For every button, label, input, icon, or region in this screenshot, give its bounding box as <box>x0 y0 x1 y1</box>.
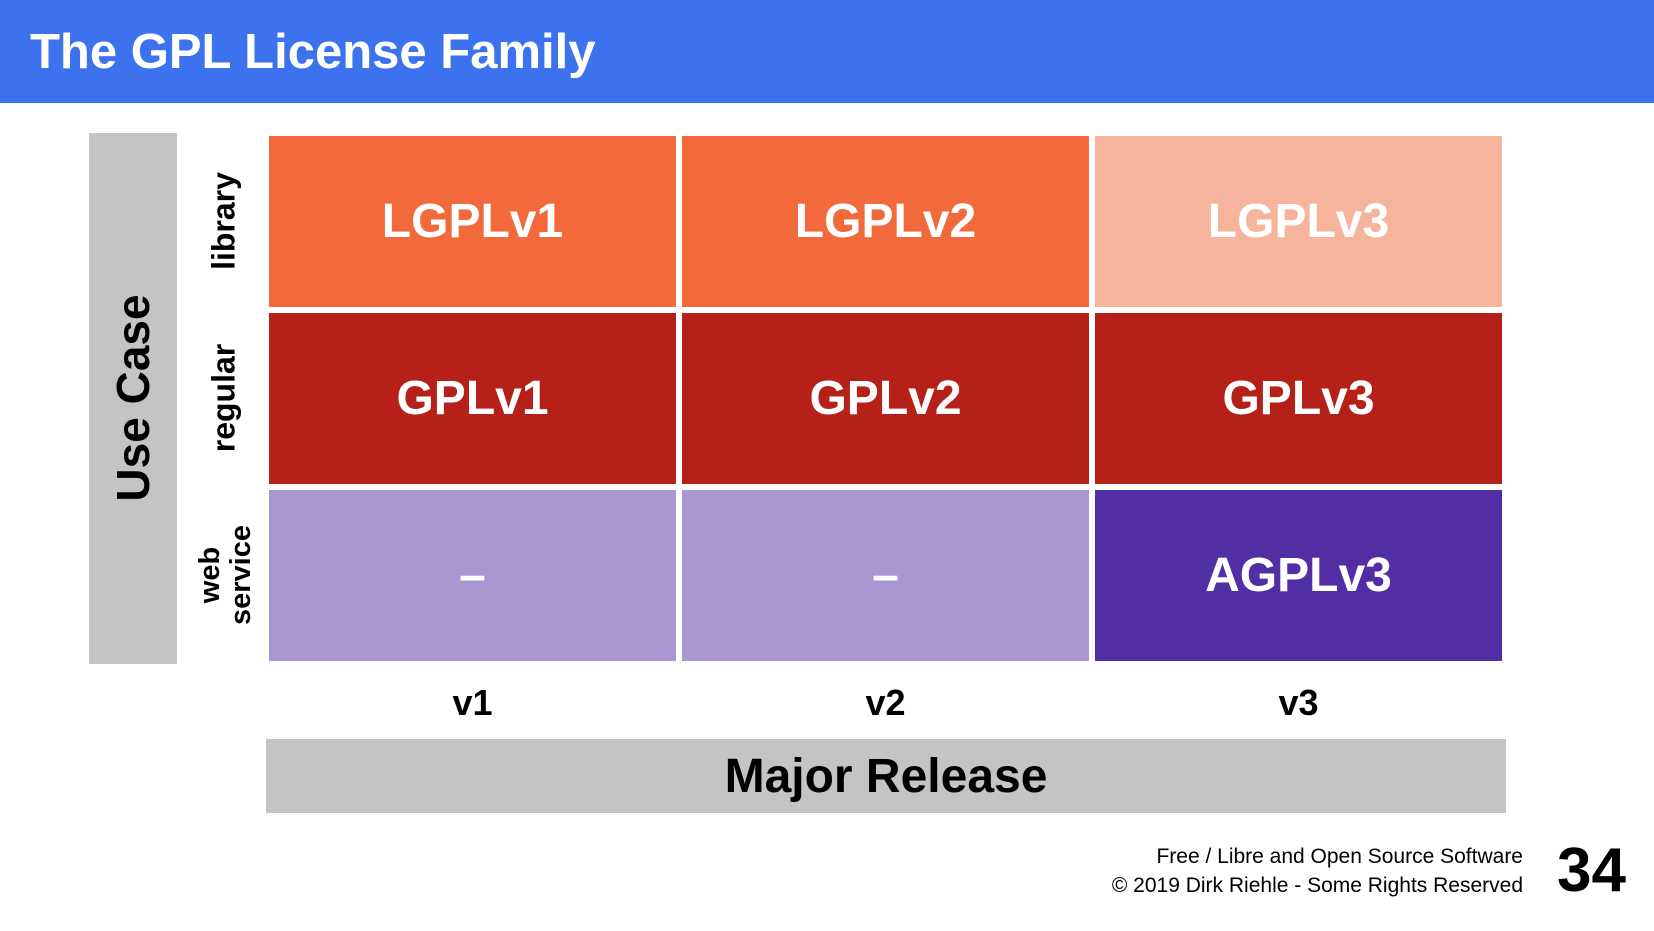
cell-lgplv2: LGPLv2 <box>682 136 1089 307</box>
cell-label: GPLv2 <box>809 372 962 425</box>
cell-agplv3: AGPLv3 <box>1095 490 1502 661</box>
cell-label: AGPLv3 <box>1205 549 1392 602</box>
row-label-line: service <box>225 525 257 625</box>
cell-gplv2: GPLv2 <box>682 313 1089 484</box>
page-number: 34 <box>1557 836 1626 905</box>
row-label-line: web <box>194 546 226 604</box>
cell-gplv1: GPLv1 <box>269 313 676 484</box>
slide-header: The GPL License Family <box>0 0 1654 103</box>
footer-line-copyright: © 2019 Dirk Riehle - Some Rights Reserve… <box>1111 874 1523 897</box>
cell-label: LGPLv1 <box>381 195 564 248</box>
use-case-axis-bar <box>89 133 177 664</box>
row-label-regular: regular <box>205 343 242 453</box>
major-release-axis-bar: Major Release <box>266 739 1506 813</box>
column-label-v2: v2 <box>865 682 906 723</box>
cell-label: – <box>872 549 899 602</box>
row-label-line: regular <box>205 343 242 453</box>
row-label-library: library <box>205 172 242 270</box>
cell-web-v2-empty: – <box>682 490 1089 661</box>
cell-gplv3: GPLv3 <box>1095 313 1502 484</box>
footer-credits: Free / Libre and Open Source Software © … <box>1112 842 1523 900</box>
cell-label: LGPLv2 <box>794 195 977 248</box>
major-release-axis-title: Major Release <box>724 749 1048 803</box>
row-label-web-service: web service <box>194 525 257 625</box>
column-label-v1: v1 <box>452 682 493 723</box>
cell-label: GPLv3 <box>1222 372 1375 425</box>
footer-line-course: Free / Libre and Open Source Software <box>1156 845 1523 868</box>
cell-web-v1-empty: – <box>269 490 676 661</box>
row-label-line: library <box>205 172 242 270</box>
cell-label: GPLv1 <box>396 372 549 425</box>
cell-lgplv3: LGPLv3 <box>1095 136 1502 307</box>
cell-label: LGPLv3 <box>1207 195 1390 248</box>
cell-label: – <box>459 549 486 602</box>
cell-lgplv1: LGPLv1 <box>269 136 676 307</box>
use-case-axis-title: Use Case <box>107 294 159 502</box>
slide-title: The GPL License Family <box>30 25 596 79</box>
column-label-v3: v3 <box>1278 682 1319 723</box>
